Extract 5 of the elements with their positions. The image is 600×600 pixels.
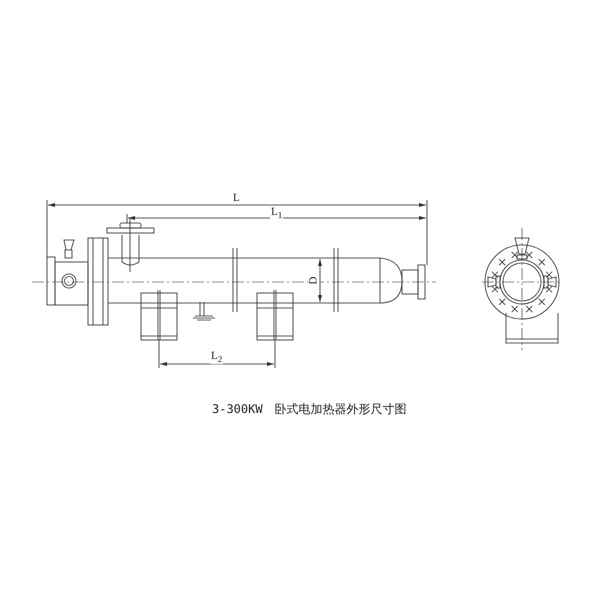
dimension-label: D [308,276,320,286]
dimension-label: L$_{2}$ [210,351,224,364]
caption: 3-300KW 卧式电加热器外形尺寸图 [212,401,407,418]
dimension-label: L [232,193,241,204]
dimension-label: L$_{1}$ [270,207,284,220]
